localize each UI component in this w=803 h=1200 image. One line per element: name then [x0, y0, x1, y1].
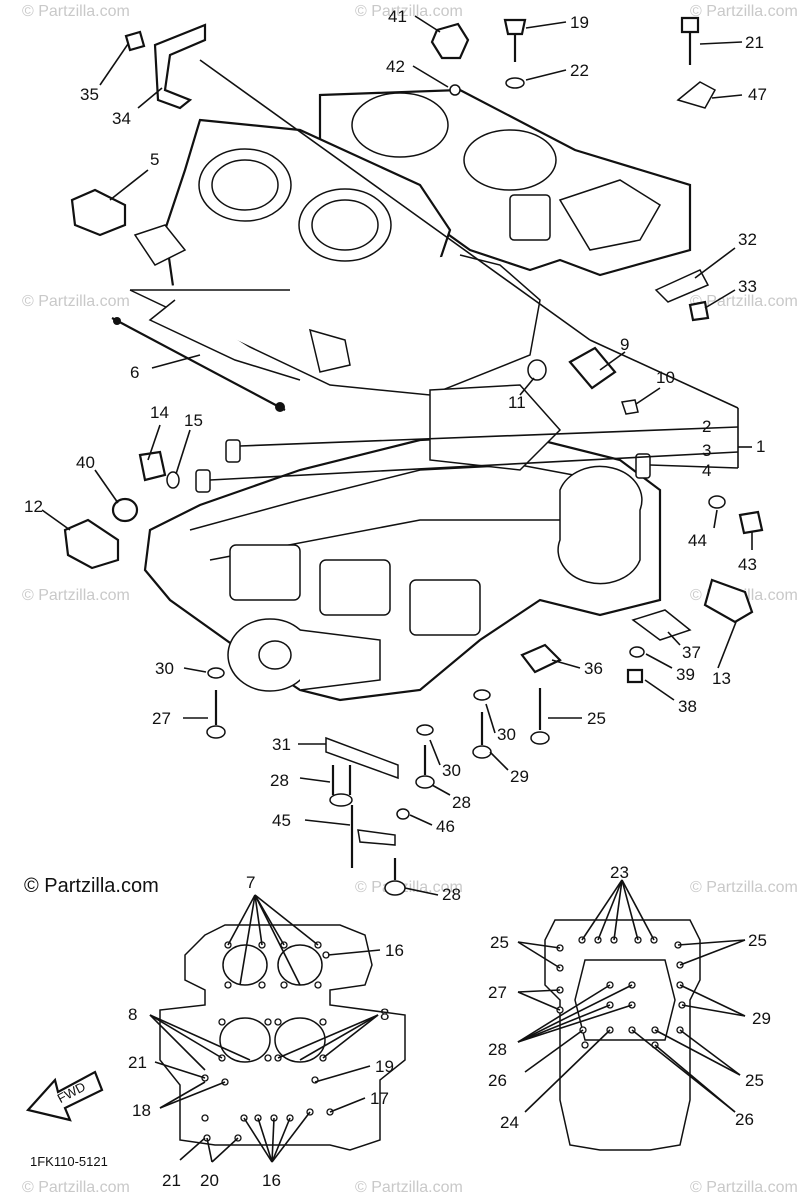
callout-22: 22	[570, 61, 589, 80]
callout-28: 28	[452, 793, 471, 812]
watermark: © Partzilla.com	[355, 879, 463, 896]
callout-38: 38	[678, 697, 697, 716]
callout-15: 15	[184, 411, 203, 430]
watermark: © Partzilla.com	[22, 3, 130, 20]
callout-25: 25	[490, 933, 509, 952]
callout-8: 8	[128, 1005, 137, 1024]
callout-16: 16	[385, 941, 404, 960]
callout-28: 28	[488, 1040, 507, 1059]
callout-23: 23	[610, 863, 629, 882]
callout-6: 6	[130, 363, 139, 382]
callout-9: 9	[620, 335, 629, 354]
callout-34: 34	[112, 109, 131, 128]
watermark: © Partzilla.com	[690, 1179, 798, 1196]
callout-19: 19	[375, 1057, 394, 1076]
callout-8: 8	[380, 1005, 389, 1024]
diagram-code: 1FK110-5121	[30, 1154, 108, 1169]
callout-1: 1	[756, 437, 765, 456]
callout-21: 21	[162, 1171, 181, 1190]
callout-13: 13	[712, 669, 731, 688]
callout-37: 37	[682, 643, 701, 662]
callout-4: 4	[702, 461, 711, 480]
callout-27: 27	[152, 709, 171, 728]
callout-17: 17	[370, 1089, 389, 1108]
callout-32: 32	[738, 230, 757, 249]
callout-28: 28	[442, 885, 461, 904]
callout-43: 43	[738, 555, 757, 574]
callout-3: 3	[702, 441, 711, 460]
callout-36: 36	[584, 659, 603, 678]
watermark: © Partzilla.com	[355, 1179, 463, 1196]
callout-20: 20	[200, 1171, 219, 1190]
brand-watermark: © Partzilla.com	[24, 875, 159, 897]
callout-47: 47	[748, 85, 767, 104]
leader-lines	[41, 15, 753, 896]
callout-29: 29	[752, 1009, 771, 1028]
callout-16: 16	[262, 1171, 281, 1190]
lower-crankcase	[143, 384, 662, 702]
callout-35: 35	[80, 85, 99, 104]
callout-40: 40	[76, 453, 95, 472]
callout-24: 24	[500, 1113, 519, 1132]
callout-26: 26	[488, 1071, 507, 1090]
callout-30: 30	[442, 761, 461, 780]
watermark: © Partzilla.com	[690, 293, 798, 310]
callout-7: 7	[246, 873, 255, 892]
callout-29: 29	[510, 767, 529, 786]
callout-28: 28	[270, 771, 289, 790]
callout-25: 25	[587, 709, 606, 728]
watermark: © Partzilla.com	[690, 879, 798, 896]
callout-labels: 35 34 41 42 19 22 21 47 5 32 33 6 9 10 1…	[24, 7, 767, 904]
callout-26: 26	[735, 1110, 754, 1129]
bolt-map-upper-case: 7 16 8 8 21 19 18 17 21 20 16	[128, 873, 406, 1190]
callout-11: 11	[508, 393, 526, 412]
callout-33: 33	[738, 277, 757, 296]
callout-41: 41	[388, 7, 407, 26]
watermark: © Partzilla.com	[22, 587, 130, 604]
watermark: © Partzilla.com	[22, 1179, 130, 1196]
forward-arrow: FWD	[25, 1070, 104, 1122]
callout-30: 30	[497, 725, 516, 744]
callout-14: 14	[150, 403, 169, 422]
callout-18: 18	[132, 1101, 151, 1120]
callout-39: 39	[676, 665, 695, 684]
callout-25: 25	[748, 931, 767, 950]
callout-5: 5	[150, 150, 159, 169]
watermark: © Partzilla.com	[355, 3, 463, 20]
callout-45: 45	[272, 811, 291, 830]
watermark: © Partzilla.com	[22, 293, 130, 310]
callout-21: 21	[745, 33, 764, 52]
callout-12: 12	[24, 497, 43, 516]
callout-42: 42	[386, 57, 405, 76]
callout-44: 44	[688, 531, 707, 550]
callout-25: 25	[745, 1071, 764, 1090]
callout-19: 19	[570, 13, 589, 32]
callout-21: 21	[128, 1053, 147, 1072]
callout-2: 2	[702, 417, 711, 436]
watermark: © Partzilla.com	[690, 3, 798, 20]
callout-46: 46	[436, 817, 455, 836]
callout-10: 10	[656, 368, 675, 387]
callout-30: 30	[155, 659, 174, 678]
bolt-map-lower-case: 23 25 25 27 29 28 26 25 24 26	[488, 863, 771, 1151]
upper-crankcase	[129, 88, 692, 396]
callout-27: 27	[488, 983, 507, 1002]
callout-31: 31	[272, 735, 291, 754]
small-parts	[63, 16, 764, 896]
